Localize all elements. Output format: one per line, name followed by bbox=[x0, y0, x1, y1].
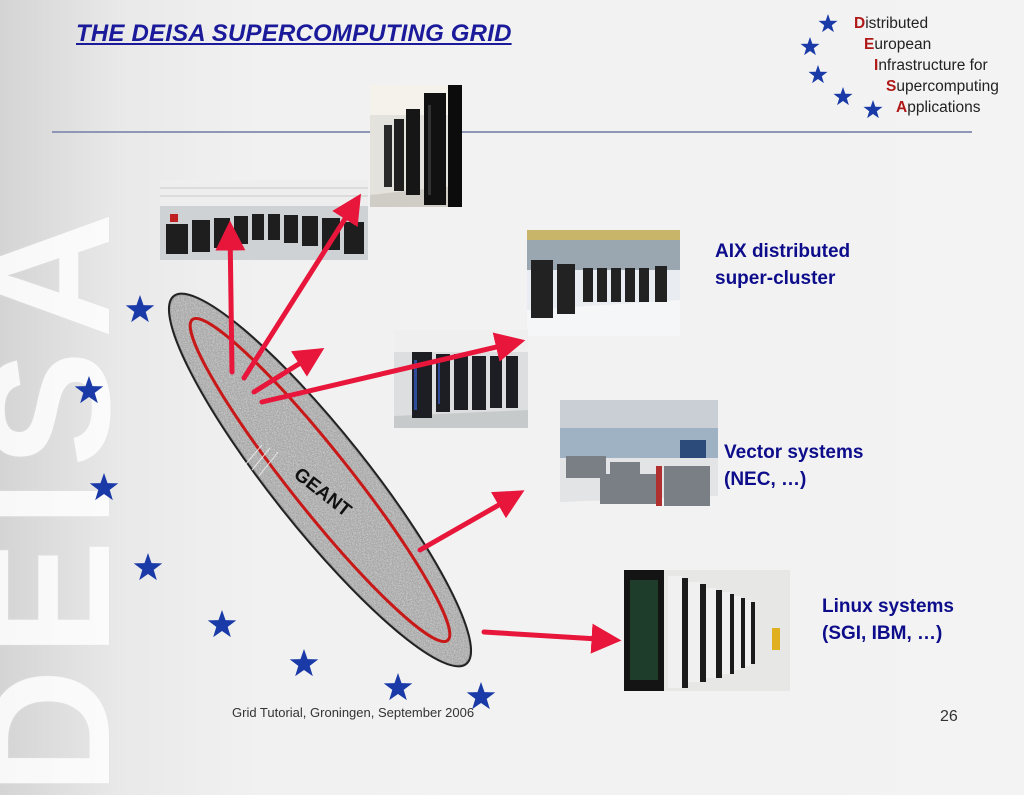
logo-line-1: Distributed bbox=[854, 15, 929, 32]
vector-label-line-1: Vector systems bbox=[724, 442, 864, 463]
title-divider bbox=[52, 131, 972, 133]
aix-label-line-2: super-cluster bbox=[715, 268, 836, 289]
photo-blue-racks bbox=[394, 330, 528, 428]
arrow-vector-nec bbox=[417, 490, 525, 553]
photo-linux-sgi bbox=[624, 570, 790, 691]
photo-wide-room bbox=[160, 180, 368, 260]
arrow-aix-cluster bbox=[259, 332, 526, 405]
logo-line-3: Infrastructure for bbox=[874, 57, 988, 74]
photo-vector-nec bbox=[560, 400, 718, 526]
star-icon bbox=[89, 473, 119, 501]
logo-line-5: Applications bbox=[896, 99, 981, 116]
linux-label-line-2: (SGI, IBM, …) bbox=[822, 623, 943, 644]
star-icon bbox=[289, 649, 319, 677]
slide: DEISA THE DEISA SUPERCOMPUTING GRID Dist… bbox=[0, 10, 1020, 795]
footer-text: Grid Tutorial, Groningen, September 2006 bbox=[232, 705, 475, 720]
linux-label-line-1: Linux systems bbox=[822, 596, 954, 617]
page-number: 26 bbox=[940, 708, 958, 725]
arrow-linux-sgi bbox=[481, 623, 622, 654]
linux-label: Linux systems (SGI, IBM, …) bbox=[822, 593, 954, 647]
aix-label: AIX distributed super-cluster bbox=[715, 238, 850, 292]
deisa-logo: Distributed European Infrastructure for … bbox=[790, 10, 1020, 125]
logo-line-2: European bbox=[864, 36, 932, 53]
star-icon bbox=[74, 376, 104, 404]
arrow-tall-racks bbox=[241, 193, 362, 381]
arrow-wide-room bbox=[215, 220, 246, 375]
slide-title: THE DEISA SUPERCOMPUTING GRID bbox=[76, 20, 512, 47]
geant-network bbox=[167, 292, 473, 668]
star-icon bbox=[133, 553, 163, 581]
logo-line-4: Supercomputing bbox=[886, 78, 999, 95]
arrow-blue-racks bbox=[251, 348, 325, 395]
grid-diagram: GEANT bbox=[74, 193, 622, 710]
star-icon bbox=[125, 295, 155, 323]
star-icon bbox=[207, 610, 237, 638]
photo-aix-cluster bbox=[527, 230, 680, 336]
link-arrows bbox=[215, 193, 622, 654]
vector-label-line-2: (NEC, …) bbox=[724, 469, 807, 490]
geant-ring bbox=[188, 316, 452, 644]
star-icon bbox=[383, 673, 413, 701]
aix-label-line-1: AIX distributed bbox=[715, 241, 851, 262]
vector-label: Vector systems (NEC, …) bbox=[724, 439, 863, 493]
photo-tall-racks bbox=[370, 85, 462, 207]
